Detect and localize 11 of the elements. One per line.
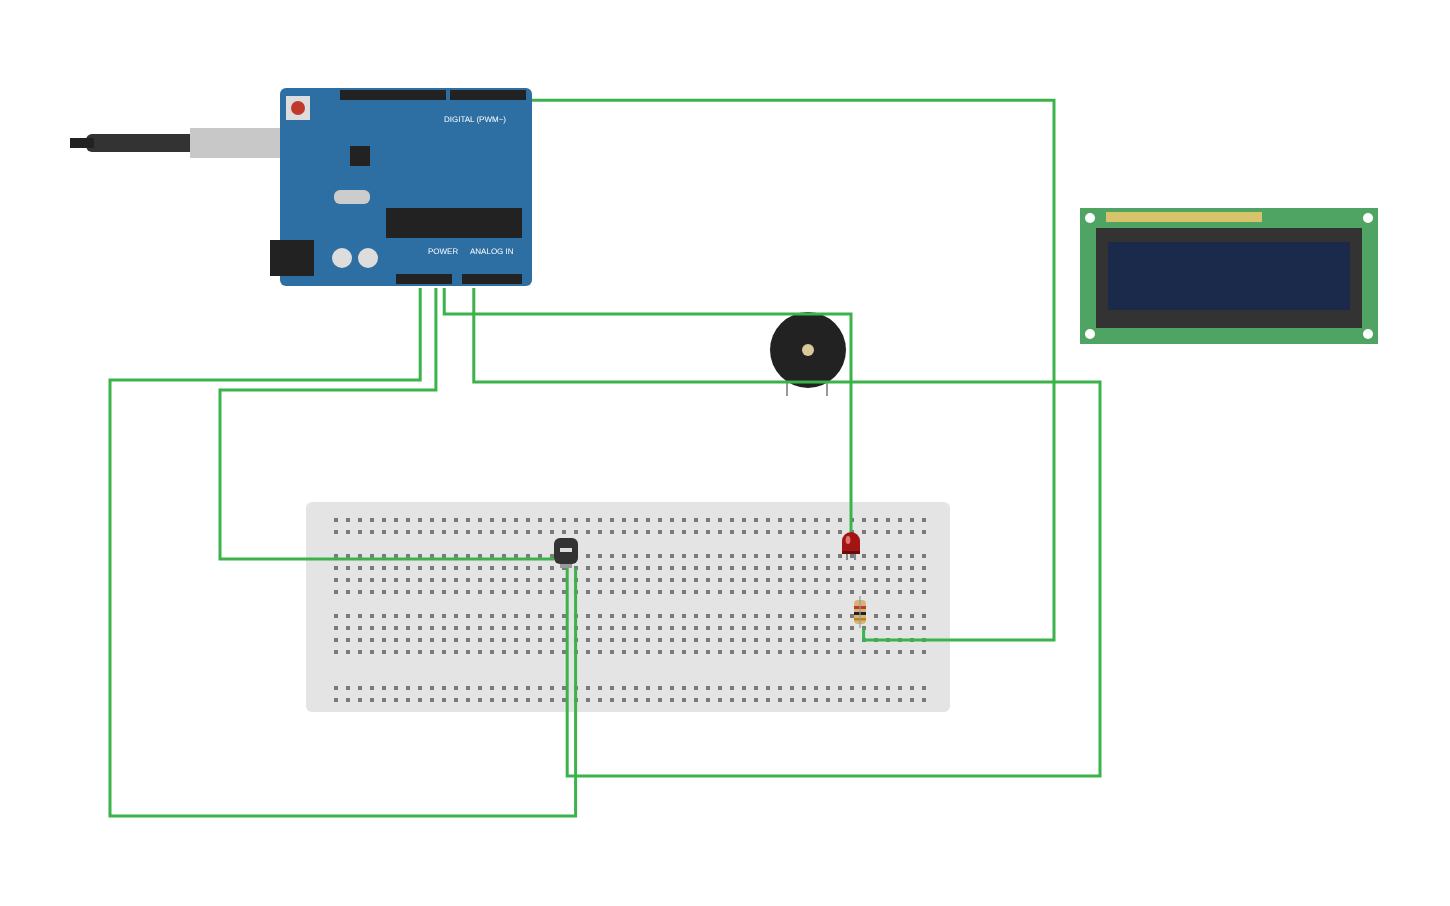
resistor-drawing bbox=[854, 596, 866, 628]
buzzer-drawing bbox=[768, 310, 848, 396]
breadboard-drawing bbox=[306, 502, 950, 712]
wire bbox=[472, 288, 1102, 778]
temperature-sensor-drawing bbox=[554, 538, 578, 568]
lcd-display-drawing bbox=[1080, 208, 1378, 344]
wire bbox=[218, 288, 554, 561]
led-drawing bbox=[842, 532, 860, 560]
wire bbox=[532, 98, 1056, 642]
wire bbox=[108, 288, 578, 818]
microcontroller-board-drawing bbox=[70, 86, 532, 288]
